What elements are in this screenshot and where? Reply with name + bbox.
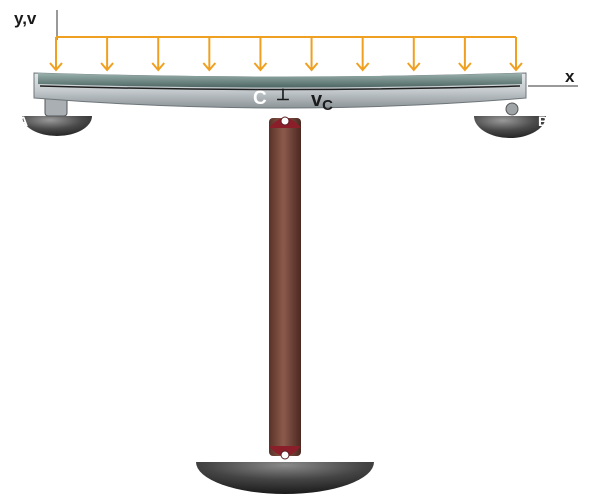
load-arrow [253, 37, 268, 72]
column [269, 116, 301, 460]
load-arrow [355, 37, 370, 72]
load-arrow [304, 37, 319, 72]
beam [33, 72, 527, 109]
support-a-label: A [18, 113, 28, 129]
load-arrow [202, 37, 217, 72]
load-arrow [49, 37, 63, 72]
deflection-symbol: ⊥ [276, 87, 290, 104]
support-b-label: B [538, 113, 548, 129]
support-b [474, 102, 546, 138]
deflection-main: v [311, 89, 323, 111]
load-arrow [100, 37, 114, 72]
x-axis-label: x [565, 67, 575, 86]
column-base-support [196, 462, 374, 494]
load-arrow [509, 37, 523, 72]
load-arrow [458, 37, 472, 72]
deflection-label: vC [311, 89, 333, 114]
load-arrow [151, 37, 165, 72]
distributed-load [49, 36, 523, 72]
point-c-label: C [253, 88, 267, 109]
y-axis-label: y,v [14, 9, 37, 28]
deflection-subscript: C [322, 97, 333, 114]
load-arrow [407, 37, 421, 72]
